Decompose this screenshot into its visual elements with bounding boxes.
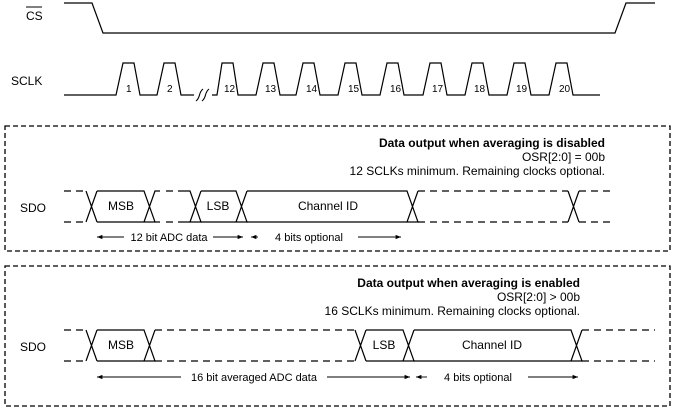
sdo-waveform-disabled (64, 190, 612, 223)
sdo-signal-label-enabled: SDO (20, 340, 46, 354)
sclk-pulse-number: 2 (167, 84, 173, 95)
sclk-pulse-number: 18 (474, 84, 486, 95)
cs-waveform (64, 2, 655, 34)
sclk-pulse-number: 12 (224, 84, 236, 95)
lsb-label-enabled: LSB (373, 338, 396, 352)
panel-disabled-note: 12 SCLKs minimum. Remaining clocks optio… (350, 164, 605, 178)
sclk-waveform (64, 62, 600, 96)
sclk-signal-label: SCLK (11, 74, 42, 88)
sclk-pulse-number: 1 (126, 84, 132, 95)
sclk-pulse-number: 20 (559, 84, 571, 95)
msb-label-disabled: MSB (108, 199, 134, 213)
sclk-pulse-number: 13 (265, 84, 277, 95)
lsb-label-disabled: LSB (207, 199, 230, 213)
adc-span-label-disabled: 12 bit ADC data (130, 232, 208, 244)
panel-enabled-note: 16 SCLKs minimum. Remaining clocks optio… (325, 304, 580, 318)
panel-averaging-enabled (4, 265, 671, 407)
optional-span-label-enabled: 4 bits optional (444, 372, 512, 384)
channel-id-label-disabled: Channel ID (298, 199, 358, 213)
sclk-break-icon (195, 88, 210, 102)
panel-averaging-disabled (4, 125, 671, 252)
panel-disabled-osr: OSR[2:0] = 00b (522, 150, 605, 164)
channel-id-label-enabled: Channel ID (462, 338, 522, 352)
panel-disabled-title: Data output when averaging is disabled (379, 136, 605, 150)
sclk-pulse-number: 15 (348, 84, 360, 95)
panel-enabled-osr: OSR[2:0] > 00b (497, 290, 580, 304)
sclk-pulse-number: 16 (390, 84, 402, 95)
cs-signal-label: CS (26, 9, 43, 23)
sclk-pulse-number: 19 (516, 84, 528, 95)
optional-span-label-disabled: 4 bits optional (275, 232, 343, 244)
panel-enabled-title: Data output when averaging is enabled (357, 276, 580, 290)
sdo-waveform-enabled (64, 329, 655, 362)
adc-span-label-enabled: 16 bit averaged ADC data (191, 372, 318, 384)
sclk-pulse-number: 14 (306, 84, 318, 95)
msb-label-enabled: MSB (108, 338, 134, 352)
sdo-signal-label-disabled: SDO (20, 201, 46, 215)
sclk-pulse-number: 17 (432, 84, 444, 95)
